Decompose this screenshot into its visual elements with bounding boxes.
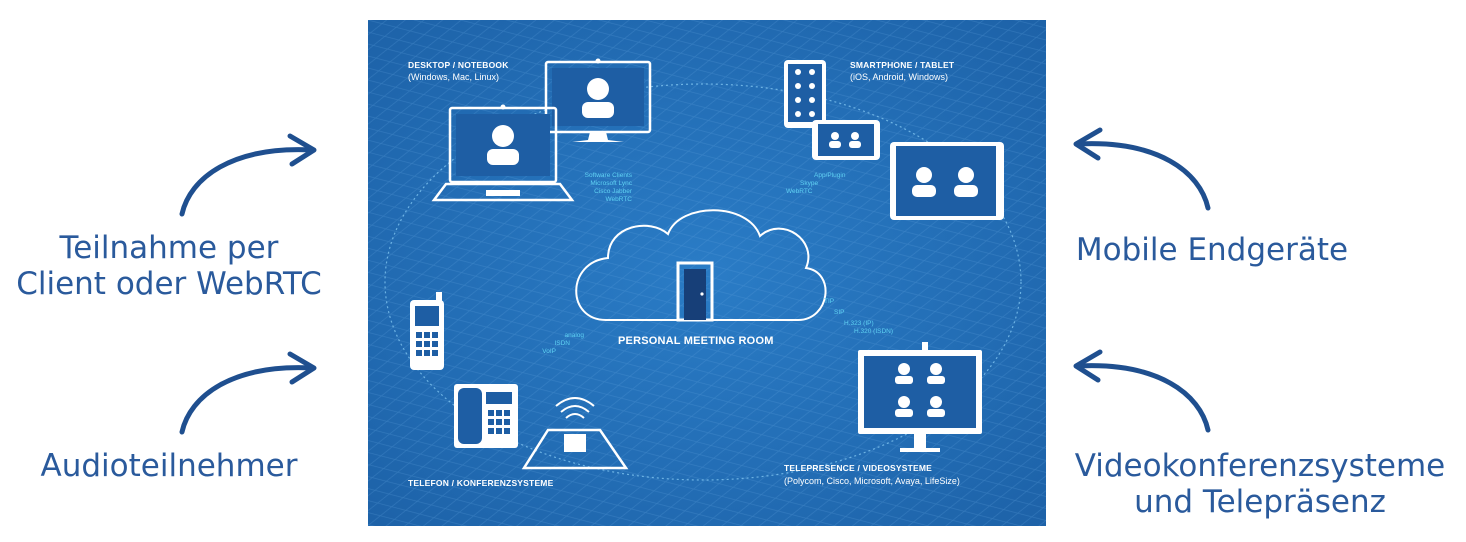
protocol-item: TIP xyxy=(824,298,835,305)
desk-phone-icon xyxy=(454,384,518,448)
telepresence-protocols: TIP SIP H.323 (IP) H.320 (ISDN) xyxy=(824,298,893,336)
arrow-right-curved-icon xyxy=(179,351,317,435)
client-label: Teilnahme per Client oder WebRTC xyxy=(0,230,338,302)
video-label: Videokonferenzsysteme und Telepräsenz xyxy=(1060,448,1460,520)
video-label-line2: und Telepräsenz xyxy=(1134,484,1386,520)
protocol-item: SIP xyxy=(834,309,845,316)
tablet-icon xyxy=(890,142,1004,220)
protocol-item: Microsoft Lync xyxy=(590,180,632,187)
protocol-item: ISDN xyxy=(554,340,570,347)
client-label-line2: Client oder WebRTC xyxy=(16,266,322,302)
telephone-title: TELEFON / KONFERENZSYSTEME xyxy=(408,478,554,488)
conference-phone-icon xyxy=(521,397,629,470)
mobile-label: Mobile Endgeräte xyxy=(1075,232,1349,268)
audio-label: Audioteilnehmer xyxy=(40,448,298,484)
telepresence-subtitle: (Polycom, Cisco, Microsoft, Avaya, LifeS… xyxy=(784,476,960,486)
desktop-title: DESKTOP / NOTEBOOK xyxy=(408,60,509,70)
protocol-item: Cisco Jabber xyxy=(594,188,632,195)
protocol-item: App/Plugin xyxy=(814,172,846,179)
mobile-protocols: App/Plugin Skype WebRTC xyxy=(786,172,845,196)
telepresence-title: TELEPRESENCE / VIDEOSYSTEME xyxy=(784,463,933,473)
user-icon xyxy=(487,125,519,165)
desktop-protocols: Software Clients Microsoft Lync Cisco Ja… xyxy=(548,172,632,204)
client-label-line1: Teilnahme per xyxy=(59,230,279,266)
protocol-item: H.323 (IP) xyxy=(844,320,874,327)
laptop-icon xyxy=(431,104,575,202)
smartphone-icon xyxy=(784,60,826,128)
telephone-protocols: analog ISDN VoIP xyxy=(508,332,584,356)
protocol-item: Software Clients xyxy=(584,172,632,179)
mobile-title: SMARTPHONE / TABLET xyxy=(850,60,955,70)
desktop-subtitle: (Windows, Mac, Linux) xyxy=(408,72,500,82)
diagram-background xyxy=(368,20,1046,526)
arrow-right-curved-icon xyxy=(179,133,317,217)
video-label-line1: Videokonferenzsysteme xyxy=(1074,448,1446,484)
mobile-subtitle: (iOS, Android, Windows) xyxy=(850,72,949,82)
protocol-item: Skype xyxy=(800,180,819,187)
arrow-left-curved-icon xyxy=(1073,349,1211,433)
protocol-item: VoIP xyxy=(542,348,556,355)
cloud-icon xyxy=(575,209,827,321)
protocol-item: analog xyxy=(564,332,584,339)
mobile-phone-icon xyxy=(410,292,444,370)
monitor-icon xyxy=(544,58,652,142)
tablet-icon xyxy=(812,120,880,160)
protocol-item: WebRTC xyxy=(786,188,813,195)
protocol-item: H.320 (ISDN) xyxy=(854,328,894,335)
center-label: PERSONAL MEETING ROOM xyxy=(618,335,774,347)
video-display-icon xyxy=(858,342,982,452)
user-icon xyxy=(582,78,614,118)
arrow-left-curved-icon xyxy=(1073,127,1211,211)
protocol-item: WebRTC xyxy=(605,196,633,203)
door-icon xyxy=(676,261,714,322)
meeting-diagram: DESKTOP / NOTEBOOK (Windows, Mac, Linux)… xyxy=(368,20,1046,526)
